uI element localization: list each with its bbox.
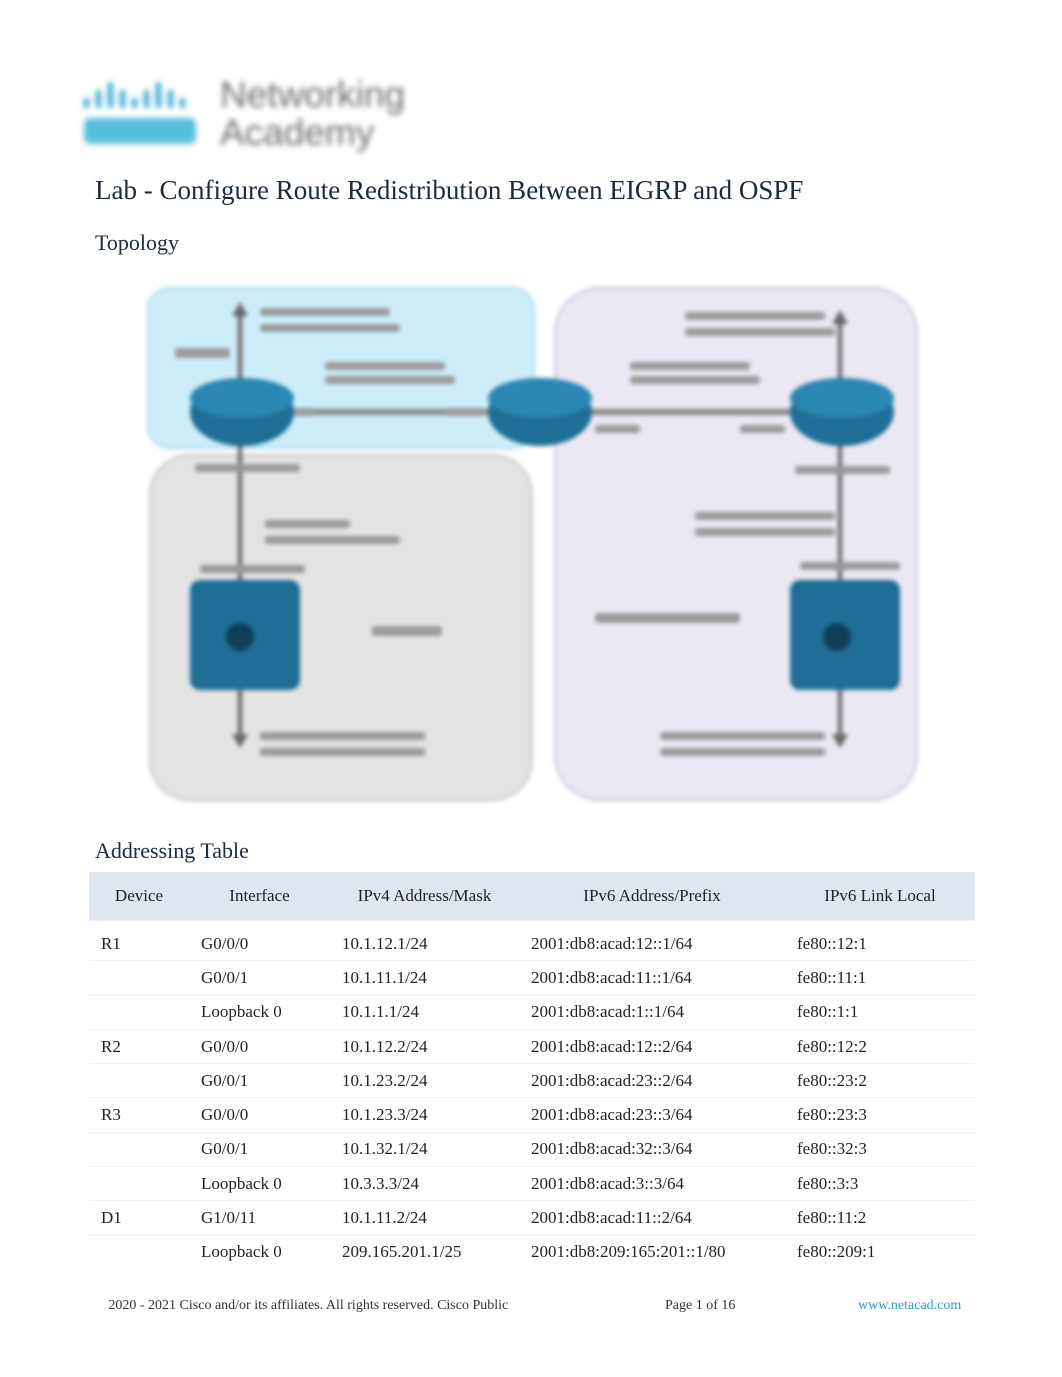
gray-area [148,453,534,802]
header-interface: Interface [189,872,330,921]
cell-ipv6: 2001:db8:acad:1::1/64 [519,994,785,1030]
cell-device [89,994,189,1030]
cell-interface: G1/0/11 [189,1200,330,1236]
cell-device [89,1234,189,1269]
cell-ipv4: 10.1.23.3/24 [330,1097,519,1133]
cell-ipv6: 2001:db8:acad:12::1/64 [519,919,785,961]
router-left-icon [190,378,294,446]
cell-device: D1 [89,1200,189,1236]
cell-device [89,960,189,996]
cell-ipv6: 2001:db8:acad:23::2/64 [519,1063,785,1098]
header-link-local: IPv6 Link Local [785,872,975,921]
networking-academy-logo: Networking Academy [70,72,420,157]
cisco-bars-icon [76,74,206,114]
cell-interface: G0/0/1 [189,1131,330,1167]
header-ipv4: IPv4 Address/Mask [330,872,519,921]
table-header-row: Device Interface IPv4 Address/Mask IPv6 … [89,872,975,921]
cell-interface: G0/0/0 [189,1097,330,1133]
cell-ipv6: 2001:db8:acad:11::2/64 [519,1200,785,1236]
cell-ipv6: 2001:db8:acad:12::2/64 [519,1028,785,1064]
cell-ipv6: 2001:db8:acad:32::3/64 [519,1131,785,1167]
cell-device: R1 [89,919,189,961]
logo-text-line2: Academy [220,112,375,153]
cell-link-local: fe80::23:2 [785,1063,975,1098]
cell-interface: Loopback 0 [189,1166,330,1201]
cell-device [89,1131,189,1167]
cell-link-local: fe80::23:3 [785,1097,975,1133]
cell-device: R3 [89,1097,189,1133]
footer-page-number: Page 1 of 16 [665,1298,736,1313]
cell-ipv6: 2001:db8:acad:11::1/64 [519,960,785,996]
router-center-icon [488,378,592,446]
cisco-wordmark [84,118,196,144]
switch-right-icon [790,580,900,690]
router-right-icon [790,378,894,446]
logo-text-line1: Networking [220,74,406,115]
cell-ipv4: 10.1.11.2/24 [330,1200,519,1236]
cell-ipv4: 10.1.23.2/24 [330,1063,519,1098]
cell-interface: G0/0/1 [189,1063,330,1098]
cell-link-local: fe80::1:1 [785,994,975,1030]
footer-copyright:   2020 - 2021 Cisco and/or its affiliate… [94,1298,509,1313]
cell-link-local: fe80::11:2 [785,1200,975,1236]
cell-ipv4: 10.1.32.1/24 [330,1131,519,1167]
cell-device [89,1063,189,1098]
cell-device: R2 [89,1028,189,1064]
cell-link-local: fe80::32:3 [785,1131,975,1167]
cell-interface: G0/0/0 [189,1028,330,1064]
header-device: Device [89,872,189,921]
cell-link-local: fe80::12:2 [785,1028,975,1064]
cell-interface: G0/0/0 [189,919,330,961]
cell-ipv4: 10.1.1.1/24 [330,994,519,1030]
cell-ipv4: 10.1.12.1/24 [330,919,519,961]
cell-ipv4: 209.165.201.1/25 [330,1234,519,1269]
topology-diagram [140,280,930,810]
cell-ipv6: 2001:db8:209:165:201::1/80 [519,1234,785,1269]
switch-left-icon [190,580,300,690]
cell-ipv4: 10.3.3.3/24 [330,1166,519,1201]
cell-ipv6: 2001:db8:acad:23::3/64 [519,1097,785,1133]
section-heading-addressing-table: Addressing Table [95,838,249,863]
cell-link-local: fe80::12:1 [785,919,975,961]
footer-website-link[interactable]: www.netacad.com [858,1298,962,1313]
header-ipv6: IPv6 Address/Prefix [519,872,785,921]
addressing-table: Device Interface IPv4 Address/Mask IPv6 … [89,872,975,1269]
cell-ipv4: 10.1.12.2/24 [330,1028,519,1064]
page-title: Lab - Configure Route Redistribution Bet… [95,175,804,205]
cell-ipv6: 2001:db8:acad:3::3/64 [519,1166,785,1201]
cell-interface: Loopback 0 [189,994,330,1030]
cell-link-local: fe80::3:3 [785,1166,975,1201]
cell-interface: G0/0/1 [189,960,330,996]
cell-link-local: fe80::209:1 [785,1234,975,1269]
section-heading-topology: Topology [95,230,180,255]
cell-interface: Loopback 0 [189,1234,330,1269]
cell-link-local: fe80::11:1 [785,960,975,996]
cell-device [89,1166,189,1201]
cell-ipv4: 10.1.11.1/24 [330,960,519,996]
